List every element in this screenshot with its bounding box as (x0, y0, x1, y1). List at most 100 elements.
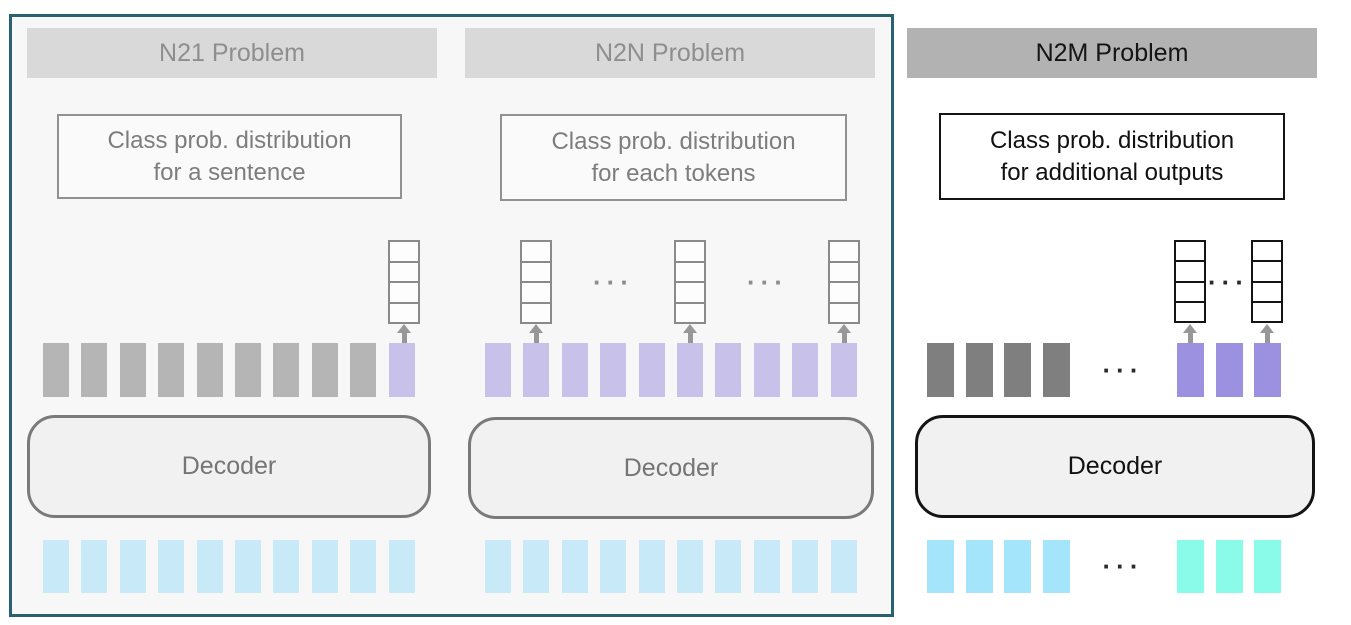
context-token-bar (350, 343, 377, 397)
prob-cell (676, 301, 704, 323)
decoder-label: Decoder (1067, 452, 1163, 480)
prob-cell (390, 301, 418, 323)
predicted-token-bar (753, 343, 780, 397)
class-prob-line2: for additional outputs (1000, 158, 1224, 186)
predicted-token-bar (600, 343, 627, 397)
ellipsis-dots: ··· (1102, 551, 1144, 581)
input-embedding-bar (753, 540, 780, 593)
predicted-token-bar (792, 343, 819, 397)
up-arrow-icon (836, 324, 852, 343)
panel-header-n21: N21 Problem (27, 28, 437, 78)
class-prob-box-n21: Class prob. distribution for a sentence (57, 114, 402, 199)
input-embedding-bar (234, 540, 261, 593)
prob-cell (522, 281, 550, 302)
prob-cell (1253, 280, 1281, 301)
context-token-bar (158, 343, 185, 397)
prob-cell (390, 260, 418, 282)
context-token-bar (81, 343, 108, 397)
input-embedding-bar (81, 540, 108, 593)
context-token-bar (965, 343, 993, 397)
predicted-token-bar (676, 343, 703, 397)
prob-distribution-stack (520, 240, 552, 324)
input-embedding-bar (830, 540, 857, 593)
prob-distribution-stack (828, 240, 860, 324)
ellipsis-dots: ··· (747, 266, 788, 297)
token-row-n2m-top-outputs (1177, 343, 1281, 397)
prob-cell (1176, 300, 1204, 321)
up-arrow-icon (682, 324, 698, 343)
input-embedding-bar (600, 540, 627, 593)
predicted-token-bar (388, 343, 415, 397)
predicted-token-bar (715, 343, 742, 397)
additional-embedding-bar (1215, 540, 1243, 593)
prob-cell (1253, 260, 1281, 280)
prob-cell (676, 260, 704, 282)
context-token-bar (43, 343, 69, 397)
input-embedding-bar (676, 540, 703, 593)
panel-title-n2m: N2M Problem (1035, 38, 1189, 67)
prob-cell (830, 281, 858, 302)
input-embedding-bar (158, 540, 185, 593)
input-embedding-bar (792, 540, 819, 593)
ellipsis-dots: ··· (1102, 354, 1144, 385)
additional-embedding-bar (1254, 540, 1281, 593)
up-arrow-icon (528, 324, 544, 343)
predicted-token-bar (561, 343, 588, 397)
input-embedding-bar (927, 540, 954, 593)
prob-cell (522, 301, 550, 323)
input-embedding-bar (119, 540, 146, 593)
context-token-bar (1042, 343, 1070, 397)
token-row-n2n-top (485, 343, 857, 397)
context-token-bar (234, 343, 261, 397)
class-prob-line2: for each tokens (591, 159, 756, 187)
input-embedding-bar (1042, 540, 1070, 593)
prob-cell (1253, 242, 1281, 260)
ellipsis-dots: ··· (1208, 266, 1249, 297)
class-prob-line2: for a sentence (153, 158, 306, 186)
prob-cell (390, 242, 418, 261)
predicted-token-bar (1177, 343, 1204, 397)
input-embedding-bar (1004, 540, 1031, 593)
input-embedding-bar (715, 540, 742, 593)
panel-title-n21: N21 Problem (159, 38, 305, 67)
predicted-token-bar (638, 343, 665, 397)
input-embedding-bar (388, 540, 415, 593)
prob-cell (1176, 260, 1204, 280)
input-embedding-bar (311, 540, 338, 593)
prob-cell (830, 242, 858, 261)
decoder-label: Decoder (181, 452, 277, 480)
predicted-token-bar (1254, 343, 1281, 397)
token-row-n2m-top-inputs (927, 343, 1070, 397)
prob-cell (1253, 300, 1281, 321)
predicted-token-bar (1215, 343, 1243, 397)
up-arrow-icon (1259, 324, 1275, 343)
prob-cell (830, 260, 858, 282)
input-embedding-bar (196, 540, 223, 593)
predicted-token-bar (830, 343, 857, 397)
panel-header-n2m: N2M Problem (907, 28, 1317, 78)
prob-distribution-stack (674, 240, 706, 324)
prob-distribution-stack (388, 240, 420, 324)
prob-cell (390, 281, 418, 302)
context-token-bar (273, 343, 300, 397)
token-row-n21-bottom (43, 540, 415, 593)
class-prob-line1: Class prob. distribution (551, 127, 796, 155)
token-row-n2m-bottom-outputs (1177, 540, 1281, 593)
input-embedding-bar (965, 540, 993, 593)
input-embedding-bar (350, 540, 377, 593)
prob-distribution-stack (1251, 240, 1283, 323)
predicted-token-bar (485, 343, 511, 397)
class-prob-line1: Class prob. distribution (989, 126, 1235, 154)
ellipsis-dots: ··· (593, 266, 634, 297)
decoder-box-n2n: Decoder (468, 417, 874, 519)
class-prob-box-n2m: Class prob. distribution for additional … (939, 113, 1285, 200)
prob-cell (522, 260, 550, 282)
context-token-bar (1004, 343, 1031, 397)
predicted-token-bar (523, 343, 550, 397)
context-token-bar (927, 343, 954, 397)
prob-cell (830, 301, 858, 323)
context-token-bar (311, 343, 338, 397)
input-embedding-bar (561, 540, 588, 593)
input-embedding-bar (273, 540, 300, 593)
